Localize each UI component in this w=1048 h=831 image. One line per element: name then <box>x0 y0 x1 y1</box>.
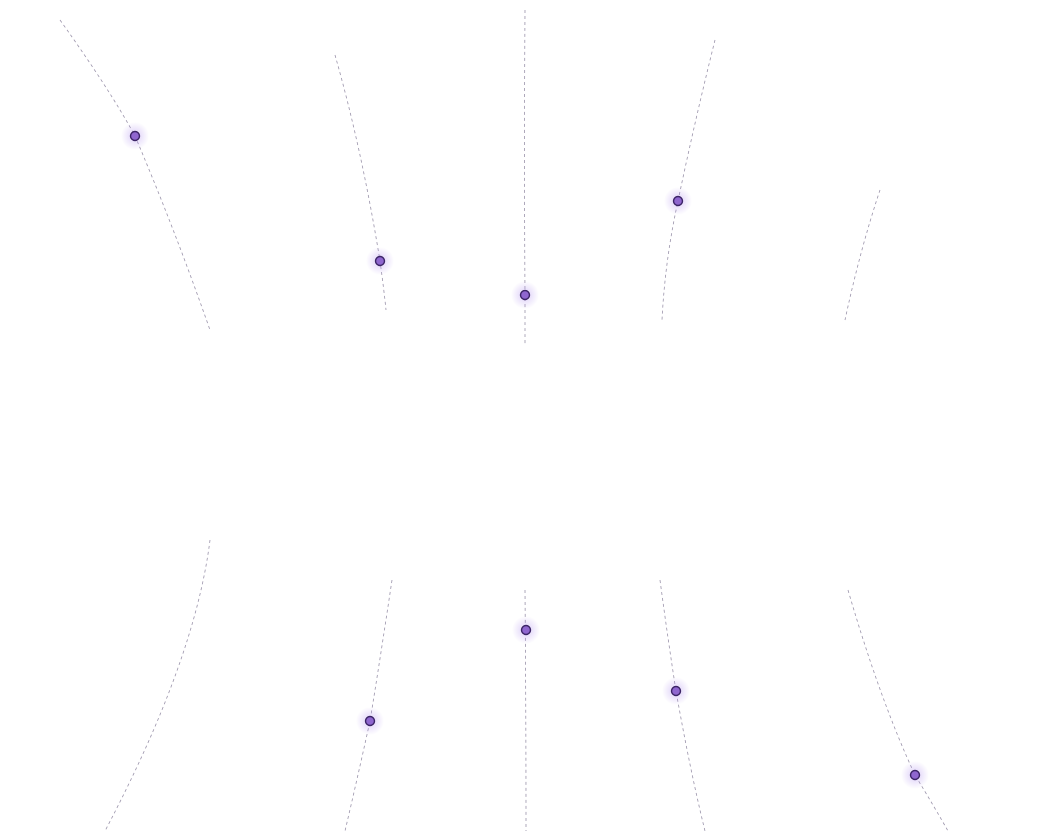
trail-path <box>844 189 881 321</box>
trail-path <box>334 54 387 311</box>
trail-path <box>659 579 706 831</box>
node-dot <box>519 289 531 301</box>
node-layer <box>121 122 929 789</box>
trail-path <box>59 19 211 331</box>
particle-node <box>121 122 149 150</box>
particle-node <box>366 247 394 275</box>
node-dot <box>672 195 684 207</box>
particle-node <box>511 281 539 309</box>
trail-path <box>847 589 949 831</box>
trail-path <box>104 539 211 831</box>
node-dot <box>129 130 141 142</box>
particle-node <box>512 616 540 644</box>
particle-node <box>356 707 384 735</box>
particle-node <box>901 761 929 789</box>
particle-node <box>662 677 690 705</box>
trail-layer <box>59 9 949 831</box>
particle-node <box>664 187 692 215</box>
trail-path <box>661 39 716 321</box>
node-dot <box>670 685 682 697</box>
node-dot <box>374 255 386 267</box>
node-dot <box>909 769 921 781</box>
trail-path <box>344 579 393 831</box>
node-dot <box>520 624 532 636</box>
node-dot <box>364 715 376 727</box>
